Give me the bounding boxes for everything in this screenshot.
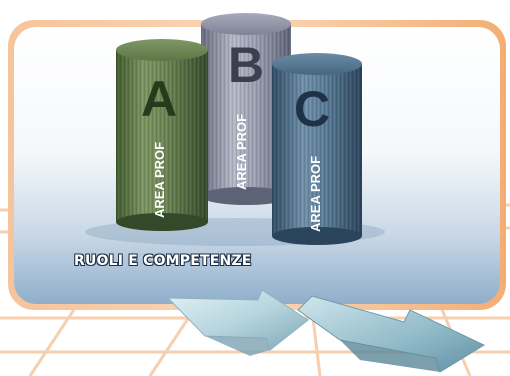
cylinder-c-label: AREA PROF <box>308 156 323 232</box>
cylinder-c: C AREA PROF <box>272 53 362 245</box>
cylinder-a-letter: A <box>141 71 177 127</box>
left-arrow-icon <box>166 289 309 356</box>
cylinder-b-letter: B <box>228 37 264 93</box>
cylinder-b: B AREA PROF <box>201 13 291 205</box>
cylinder-a: A AREA PROF <box>116 39 208 231</box>
cylinder-b-label: AREA PROF <box>234 114 249 190</box>
cylinder-c-letter: C <box>294 81 330 137</box>
right-arrow-icon <box>297 295 486 373</box>
diagram-caption: RUOLI E COMPETENZE <box>74 253 252 269</box>
cylinder-a-label: AREA PROF <box>152 142 167 218</box>
